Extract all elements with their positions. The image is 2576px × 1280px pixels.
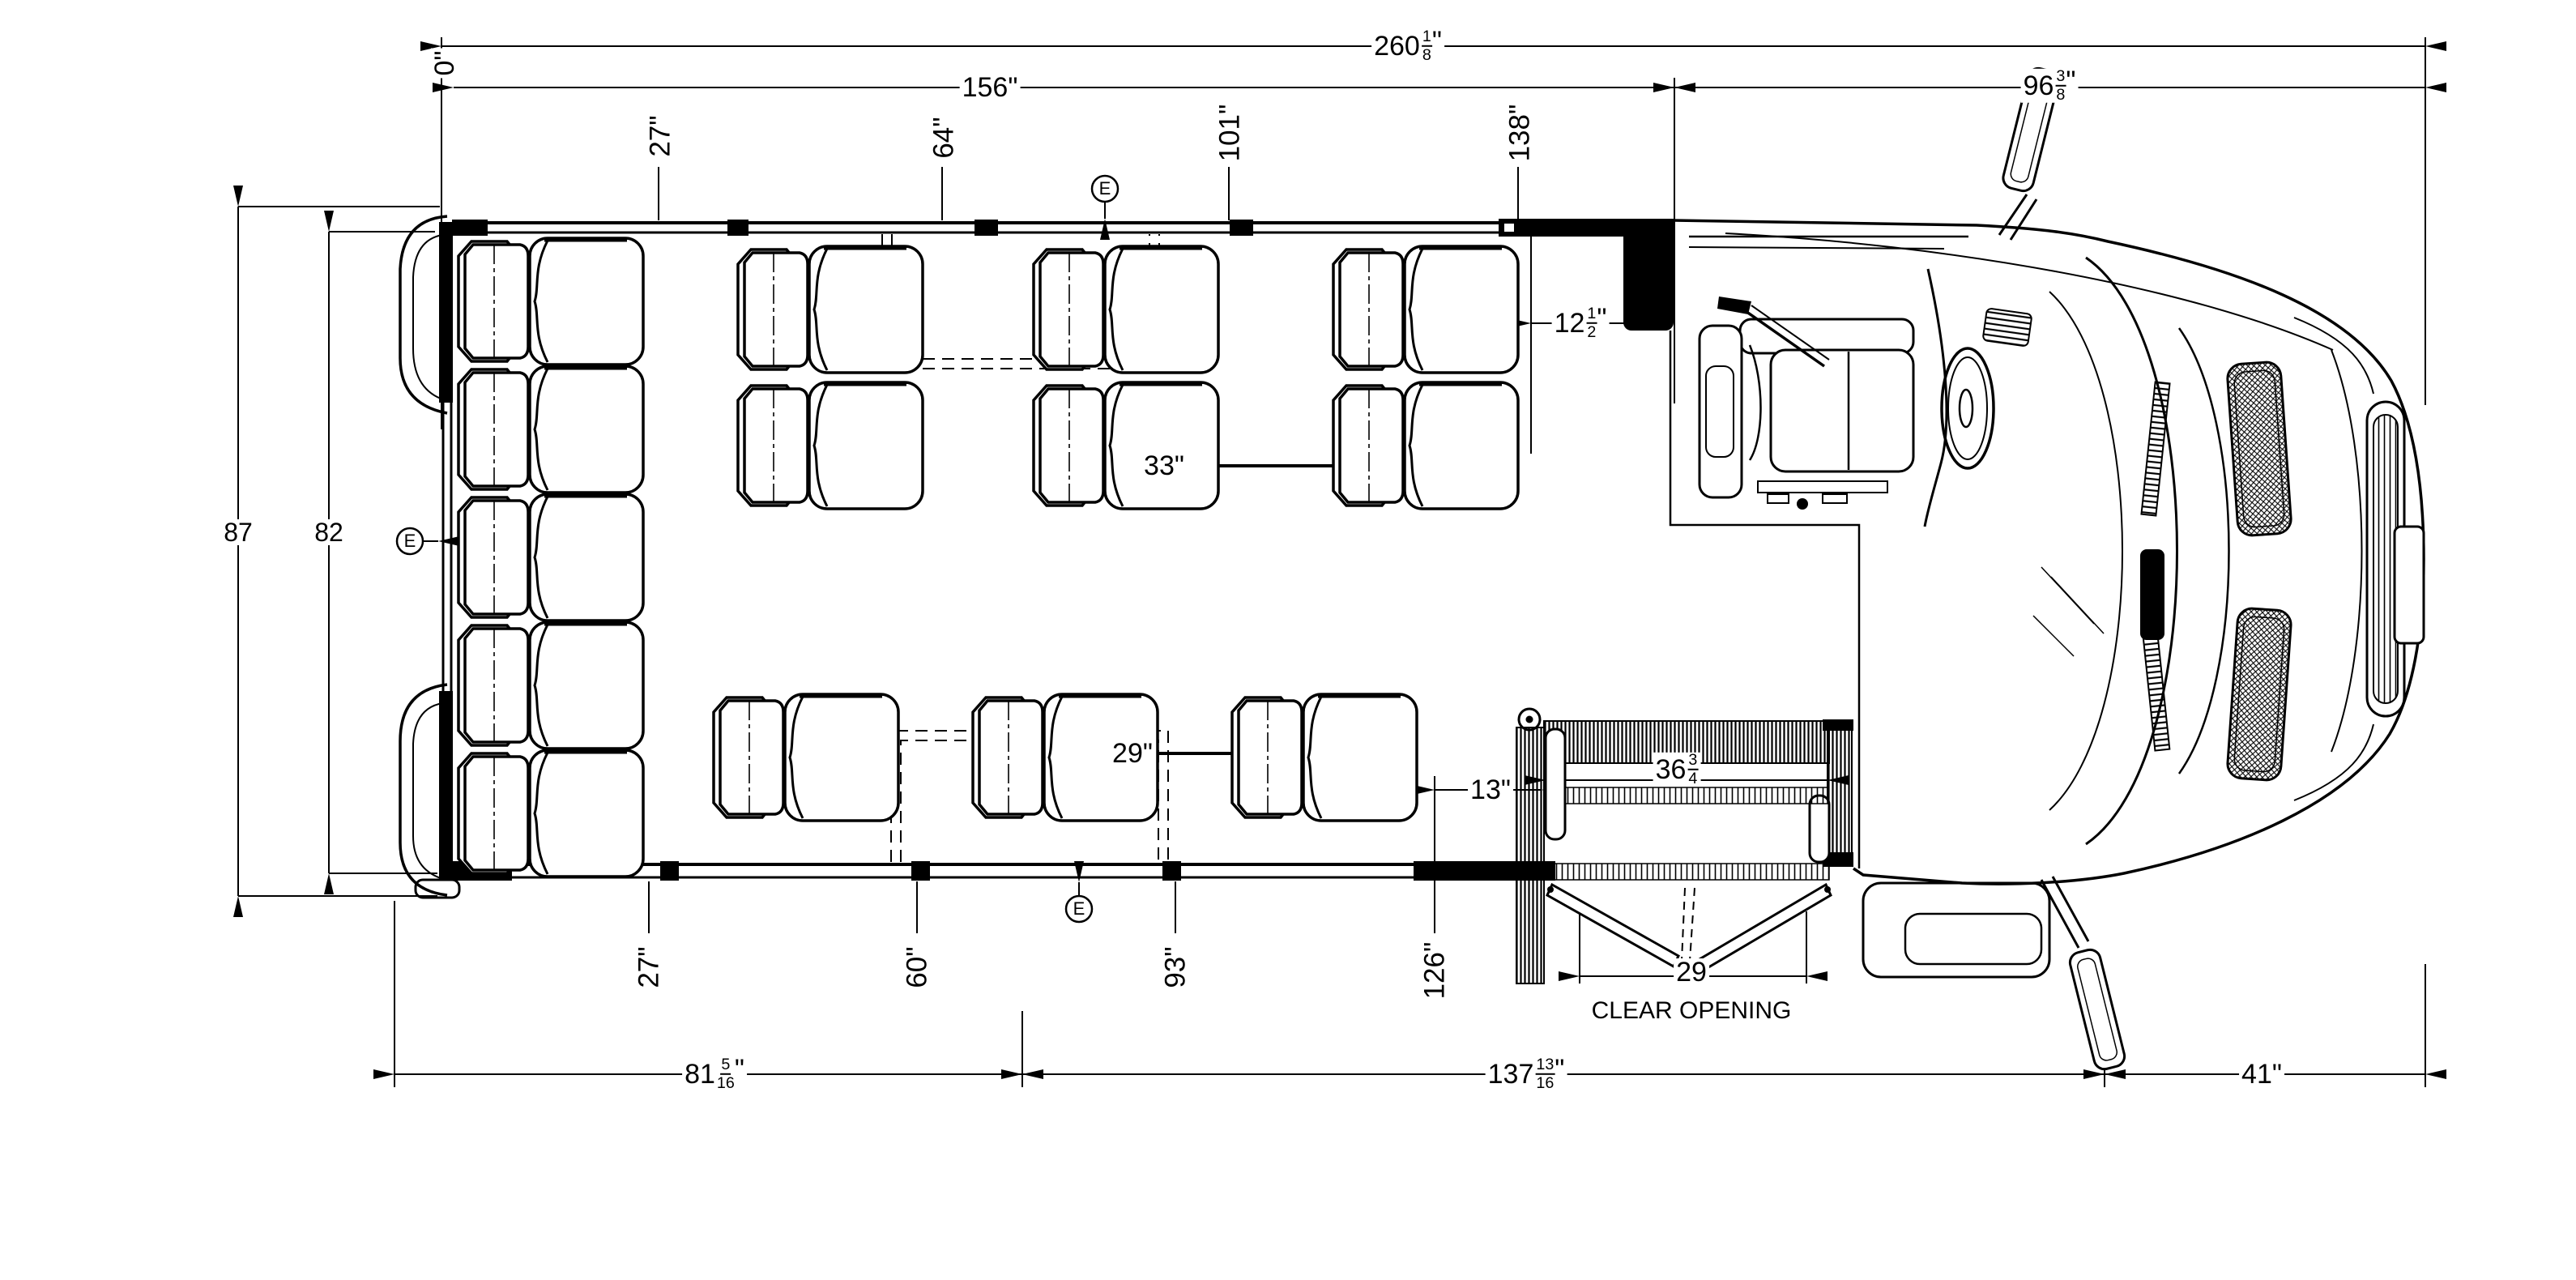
rear-bench	[458, 238, 643, 877]
mirror-top	[2002, 66, 2060, 193]
lift-rail-left	[1544, 727, 1567, 841]
dashboard	[1923, 268, 2032, 527]
rear-bumper	[399, 215, 461, 899]
swing-doors	[1546, 882, 1832, 972]
hood-front-crease	[2331, 349, 2363, 753]
fender-seam-top	[2293, 317, 2374, 395]
windshield-details	[2032, 381, 2171, 752]
steering-wheel	[1940, 347, 1995, 470]
cab-floor-edge	[1669, 331, 1861, 868]
wheelchair-lift	[1516, 707, 1853, 984]
wall-rear	[439, 222, 453, 879]
entry-step-pad	[1904, 912, 2043, 966]
rearview-mirror	[2140, 549, 2164, 640]
mirror-bottom	[2068, 948, 2126, 1071]
license-bracket	[2393, 525, 2425, 645]
windshield-rear-edge	[2049, 291, 2123, 811]
body-seam	[1725, 233, 2334, 351]
driver-side-seats	[738, 246, 1518, 509]
evac-markers	[395, 174, 1120, 924]
dash-vent	[1982, 308, 2032, 347]
hood-crease	[2177, 327, 2230, 774]
wall-top	[452, 219, 1674, 331]
e-circle-left	[395, 527, 424, 556]
lift-platform-strip	[1564, 787, 1828, 804]
curb-side-seats	[714, 694, 1417, 821]
entry-step	[1862, 881, 2051, 979]
side-mirrors	[1998, 66, 2126, 1071]
e-circle-bottom	[1064, 894, 1094, 924]
wiper-top	[2140, 381, 2171, 517]
headlight-right	[2226, 607, 2292, 782]
passenger-seats	[458, 238, 1518, 877]
lift-rail-right	[1808, 794, 1831, 864]
windshield-front-edge	[2085, 256, 2178, 846]
fender-seam-bottom	[2293, 723, 2374, 801]
front-grille	[2365, 400, 2425, 718]
driver-partition	[1623, 220, 1674, 331]
e-circle-top	[1090, 174, 1120, 203]
body-shell	[399, 66, 2425, 1071]
headlights	[2226, 361, 2292, 782]
lift-band-right	[1827, 727, 1853, 866]
lift-band-left	[1516, 727, 1545, 984]
driver-seat	[1698, 297, 1915, 510]
lift-band-top	[1543, 720, 1830, 764]
cab-front	[1669, 219, 2425, 979]
headlight-left	[2226, 361, 2292, 537]
door-threshold	[1548, 863, 1830, 881]
seat-belt	[1717, 297, 1751, 314]
